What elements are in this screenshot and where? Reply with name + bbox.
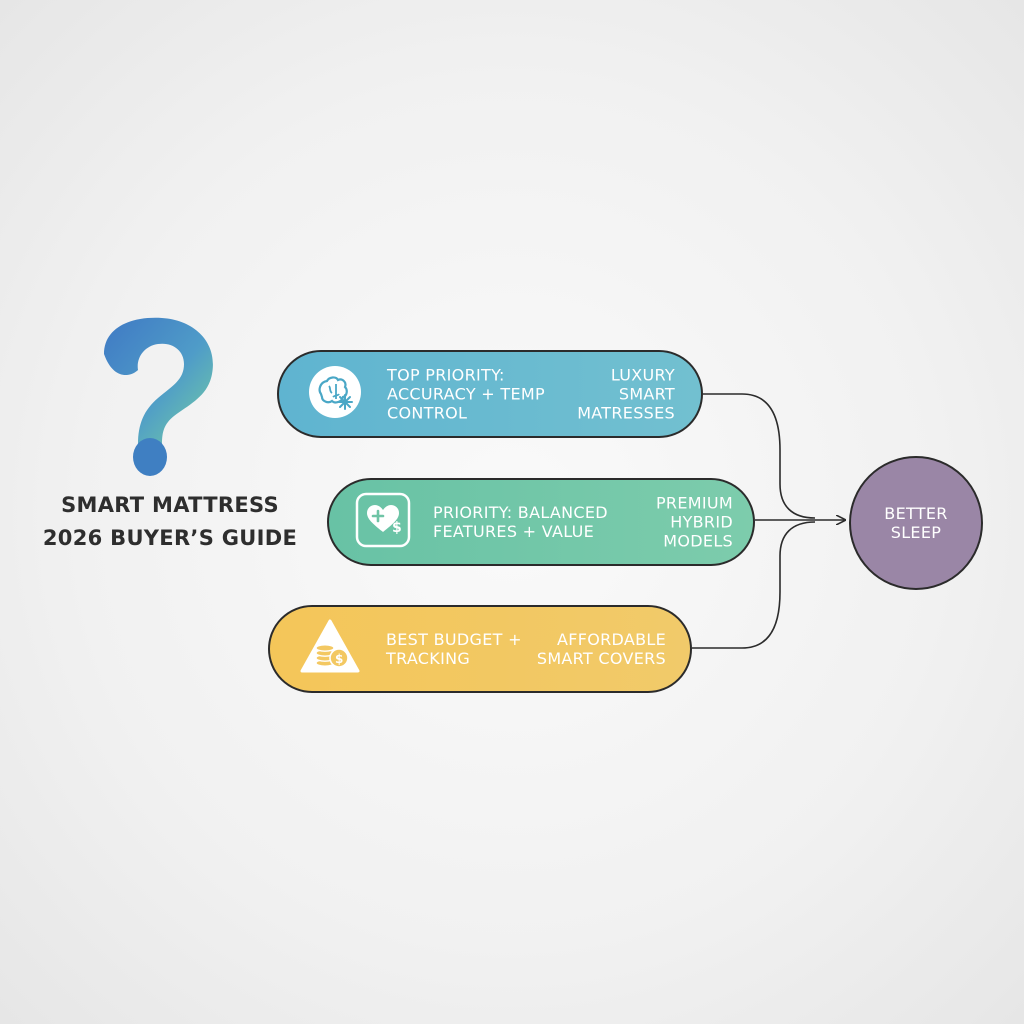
priority-label: PRIORITY: BALANCED FEATURES + VALUE bbox=[433, 503, 608, 541]
priority-label: TOP PRIORITY: ACCURACY + TEMP CONTROL bbox=[387, 365, 545, 423]
svg-text:$: $ bbox=[335, 652, 344, 666]
result-label: LUXURY SMART MATRESSES bbox=[577, 365, 675, 423]
connector-bottom bbox=[692, 521, 816, 649]
guide-title: SMART MATTRESS 2026 BUYER’S GUIDE bbox=[20, 489, 320, 555]
heart-dollar-icon: $ bbox=[355, 492, 411, 552]
title-line-2: 2026 BUYER’S GUIDE bbox=[42, 526, 298, 550]
question-mark-icon bbox=[104, 317, 213, 476]
path-premium: $ PRIORITY: BALANCED FEATURES + VALUE PR… bbox=[327, 478, 755, 566]
question-mark-logo bbox=[92, 312, 232, 482]
title-line-1: SMART MATTRESS bbox=[61, 493, 279, 517]
svg-text:$: $ bbox=[392, 520, 402, 536]
coins-dollar-icon: $ bbox=[300, 619, 360, 679]
path-luxury: TOP PRIORITY: ACCURACY + TEMP CONTROL LU… bbox=[277, 350, 703, 438]
better-sleep-node: BETTER SLEEP bbox=[849, 456, 983, 590]
brain-snowflake-icon bbox=[307, 364, 363, 424]
result-label: PREMIUM HYBRID MODELS bbox=[655, 493, 733, 551]
connector-top bbox=[703, 393, 816, 519]
path-budget: $ BEST BUDGET + TRACKING AFFORDABLE SMAR… bbox=[268, 605, 692, 693]
priority-label: BEST BUDGET + TRACKING bbox=[386, 630, 522, 668]
result-label: AFFORDABLE SMART COVERS bbox=[536, 630, 666, 668]
